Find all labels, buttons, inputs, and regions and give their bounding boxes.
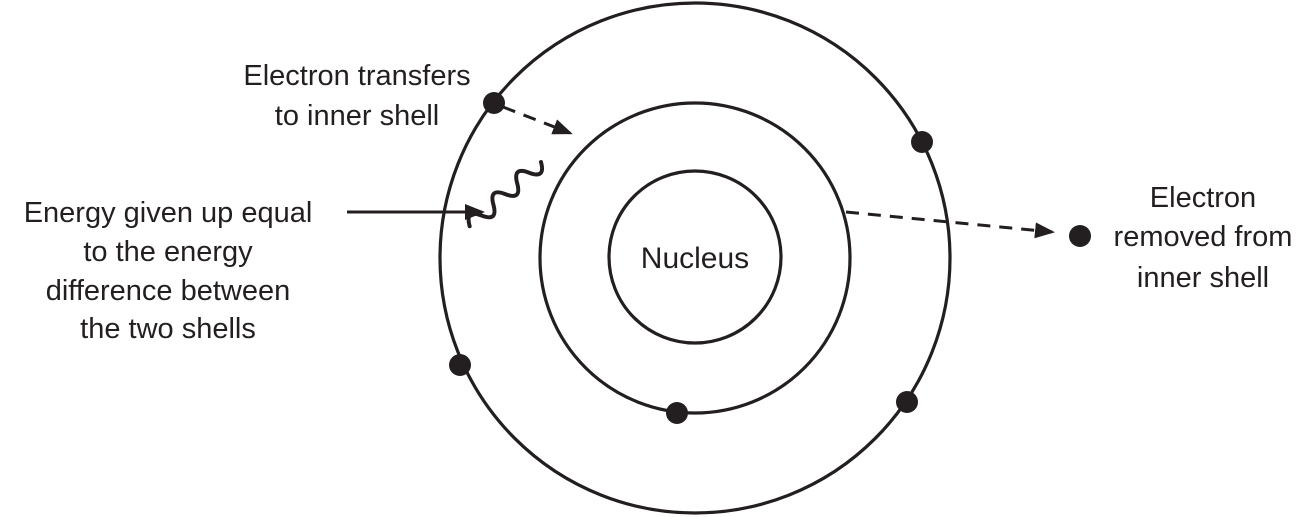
label-energy-line-1: Energy given up equal [24,197,313,229]
label-transfer-line-2: to inner shell [275,100,439,132]
nucleus-label: Nucleus [641,242,749,275]
transfer-arrow [502,105,573,135]
energy-wave-icon [466,160,545,229]
label-removed-line-3: inner shell [1137,262,1269,294]
label-energy: Energy given up equal to the energy diff… [24,197,313,345]
label-transfer: Electron transfers to inner shell [243,60,470,132]
label-energy-line-2: to the energy [83,236,253,268]
electron-outer-top-left [483,92,505,114]
outer-shell [438,1,952,515]
inner-shell [538,101,852,415]
electron-outer-bottom-right [896,391,918,413]
electron-removed-free [1069,225,1091,247]
electron-outer-bottom-left [449,354,471,376]
label-energy-line-4: the two shells [80,313,256,345]
label-removed-line-1: Electron [1150,182,1256,214]
electron-inner-bottom [666,402,688,424]
electron-outer-top-right [911,131,933,153]
electrons-layer [449,92,1091,424]
label-energy-line-3: difference between [46,275,291,307]
label-removed: Electron removed from inner shell [1114,182,1293,294]
label-removed-line-2: removed from [1114,221,1293,253]
nucleus-circle [607,169,783,345]
label-transfer-line-1: Electron transfers [243,60,470,92]
removal-arrow [845,210,1055,239]
